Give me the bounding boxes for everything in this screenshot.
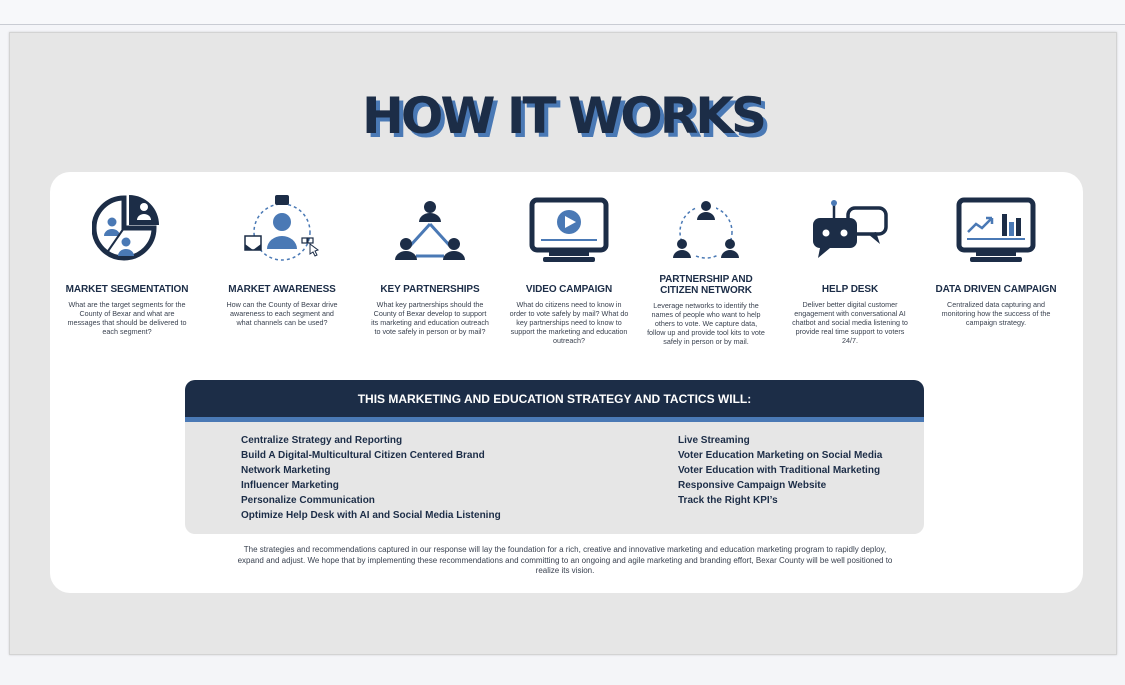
column-description: What key partnerships should the County …	[371, 300, 489, 336]
column-title: VIDEO CAMPAIGN	[525, 284, 613, 295]
column-market-segmentation: MARKET SEGMENTATION What are the target …	[63, 194, 191, 336]
column-video-campaign: VIDEO CAMPAIGN What do citizens need to …	[505, 194, 633, 345]
column-market-awareness: MARKET AWARENESS How can the County of B…	[218, 194, 346, 327]
monitor-play-icon	[529, 197, 609, 262]
column-title: HELP DESK	[821, 284, 879, 295]
column-title-line: PARTNERSHIP AND	[659, 274, 753, 285]
list-item: Influencer Marketing	[241, 480, 339, 491]
page-title: HOW IT WORKS	[362, 87, 767, 145]
column-title: PARTNERSHIP AND CITIZEN NETWORK	[642, 274, 770, 296]
tactics-list-left: Centralize Strategy and Reporting Build …	[241, 433, 501, 523]
column-partnership-network: PARTNERSHIP AND CITIZEN NETWORK Leverage…	[642, 194, 770, 346]
person-broadcast-icon	[244, 195, 320, 261]
column-description: Centralized data capturing and monitorin…	[941, 300, 1051, 327]
column-title: MARKET SEGMENTATION	[65, 284, 189, 295]
analytics-monitor-icon	[956, 197, 1036, 262]
column-title: MARKET AWARENESS	[228, 284, 336, 295]
viewer-toolbar	[0, 0, 1125, 25]
people-triangle-network-icon	[395, 201, 465, 260]
list-item: Responsive Campaign Website	[678, 480, 827, 491]
list-item: Build A Digital-Multicultural Citizen Ce…	[241, 450, 485, 461]
list-item: Voter Education Marketing on Social Medi…	[678, 450, 883, 461]
tactics-heading: THIS MARKETING AND EDUCATION STRATEGY AN…	[185, 380, 924, 422]
list-item: Network Marketing	[241, 465, 331, 476]
column-title: KEY PARTNERSHIPS	[380, 284, 480, 295]
column-description: How can the County of Bexar drive awaren…	[226, 300, 338, 327]
list-item: Personalize Communication	[241, 495, 375, 506]
pie-chart-people-icon	[92, 195, 159, 261]
column-description: What do citizens need to know in order t…	[509, 300, 629, 345]
how-it-works-card: MARKET SEGMENTATION What are the target …	[50, 172, 1083, 593]
list-item: Live Streaming	[678, 435, 750, 446]
column-title: DATA DRIVEN CAMPAIGN	[935, 284, 1057, 295]
column-data-driven-campaign: DATA DRIVEN CAMPAIGN Centralized data ca…	[932, 194, 1060, 327]
footer-paragraph: The strategies and recommendations captu…	[237, 545, 893, 575]
list-item: Centralize Strategy and Reporting	[241, 435, 403, 446]
chatbot-bubbles-icon	[813, 200, 888, 258]
list-item: Track the Right KPI’s	[678, 495, 778, 506]
tactics-list-right: Live Streaming Voter Education Marketing…	[678, 433, 882, 508]
column-description: Deliver better digital customer engageme…	[792, 300, 908, 345]
slide: HOW IT WORKS MARKET SEGMENTATION What ar…	[9, 32, 1117, 655]
column-description: Leverage networks to identify the names …	[647, 301, 765, 346]
tactics-panel: THIS MARKETING AND EDUCATION STRATEGY AN…	[185, 380, 924, 534]
column-help-desk: HELP DESK Deliver better digital custome…	[786, 194, 914, 345]
people-circle-network-icon	[672, 201, 740, 262]
column-description: What are the target segments for the Cou…	[67, 300, 187, 336]
column-key-partnerships: KEY PARTNERSHIPS What key partnerships s…	[366, 194, 494, 336]
list-item: Voter Education with Traditional Marketi…	[678, 465, 881, 476]
list-item: Optimize Help Desk with AI and Social Me…	[241, 510, 501, 521]
column-title-line: CITIZEN NETWORK	[660, 285, 752, 296]
